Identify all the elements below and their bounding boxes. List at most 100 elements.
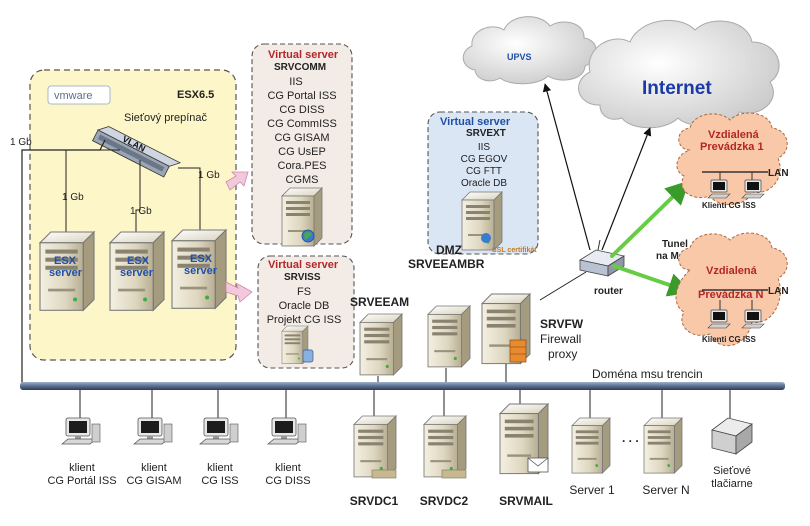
- tunnel-1: [610, 180, 690, 258]
- branch-1-lan: LAN: [768, 168, 789, 179]
- client-3-line1: klient: [207, 462, 233, 474]
- vs-comm-name: SRVCOMM: [274, 62, 326, 73]
- server-1-label: Server 1: [569, 483, 615, 497]
- vs-ext-service-4: Oracle DB: [461, 178, 507, 189]
- vs-comm-service-7: Cora.PES: [278, 160, 327, 172]
- switch-label: Sieťový prepínač: [124, 112, 208, 124]
- branch-n-clients: Klienti CG ISS: [702, 335, 756, 344]
- link-fw-router: [539, 271, 587, 301]
- printers-line2: tlačiarne: [711, 478, 753, 490]
- branch-n-pc-1: [707, 309, 731, 329]
- client-4-line2: CG DISS: [265, 475, 310, 487]
- vs-ext-service-1: IIS: [478, 142, 491, 153]
- uplink-label: 1 Gb: [10, 137, 32, 148]
- vs-iss-name: SRVISS: [284, 272, 321, 283]
- server-1-icon: [571, 417, 611, 474]
- uplink-line: [21, 139, 106, 384]
- esx-server-3-line2: server: [184, 265, 218, 277]
- arrow-to-srviss: [225, 281, 253, 303]
- upvs-label: UPVS: [507, 52, 532, 62]
- branch-1: Vzdialená Prevádzka 1 LAN Klienti CG ISS: [676, 112, 789, 210]
- dmz-label: DMZ: [436, 243, 462, 257]
- esx-link-2: [135, 160, 141, 232]
- client-pc-2: [133, 417, 173, 445]
- router-label: router: [594, 286, 623, 297]
- branch-n-line2: Prevádzka N: [698, 289, 763, 301]
- branch-n-pc-2: [741, 309, 765, 329]
- vs-iss-service-1: FS: [297, 286, 311, 298]
- esx-version: ESX6.5: [177, 89, 214, 101]
- vs-comm-panel: Virtual server SRVCOMM IIS CG Portal ISS…: [251, 43, 353, 247]
- vs-ext-panel: Virtual server SRVEXT IIS CG EGOV CG FTT…: [427, 111, 539, 257]
- srveeam-label: SRVEEAM: [350, 295, 409, 309]
- domain-bus: [20, 382, 785, 390]
- vs-ext-service-2: CG EGOV: [461, 154, 508, 165]
- printer-icon: [711, 417, 753, 455]
- srvfw-role-1: Firewall: [540, 332, 581, 346]
- esx-server-1-line1: ESX: [54, 255, 77, 267]
- srvdc1-label: SRVDC1: [350, 494, 399, 508]
- branch-n-line1: Vzdialená: [706, 265, 758, 277]
- vs-comm-header: Virtual server: [268, 49, 339, 61]
- globe-land-icon: [304, 232, 312, 240]
- link-router-upvs: [542, 83, 591, 251]
- client-2-line2: CG GISAM: [126, 475, 181, 487]
- esx-server-1-line2: server: [49, 267, 83, 279]
- database-icon: [302, 349, 314, 363]
- vs-iss-service-3: Projekt CG ISS: [267, 314, 342, 326]
- printers-line1: Sieťové: [713, 465, 751, 477]
- client-4-line1: klient: [275, 462, 301, 474]
- vs-comm-service-4: CG CommISS: [267, 118, 337, 130]
- vs-iss-header: Virtual server: [268, 259, 339, 271]
- vs-comm-service-1: IIS: [289, 76, 302, 88]
- esx-link-3-label: 1 Gb: [198, 170, 220, 181]
- esx-link-1-label: 1 Gb: [62, 192, 84, 203]
- srvdc2-tape-icon: [441, 469, 467, 479]
- srvmail-label: SRVMAIL: [499, 494, 553, 508]
- branch-n-lan: LAN: [768, 286, 789, 297]
- branch-1-pc-1: [707, 179, 731, 199]
- srveeambr-label: SRVEEAMBR: [408, 257, 485, 271]
- branch-n: Vzdialená Prevádzka N LAN Klienti CG ISS: [675, 232, 789, 347]
- server-n-label: Server N: [642, 483, 689, 497]
- srvdc2-server-icon: [423, 415, 467, 478]
- branch-1-line2: Prevádzka 1: [700, 141, 764, 153]
- vs-ext-service-3: CG FTT: [466, 166, 502, 177]
- client-pc-4: [267, 417, 307, 445]
- vs-comm-service-3: CG DISS: [279, 104, 324, 116]
- vs-ext-server-icon: [461, 191, 503, 251]
- vlan-switch: VLAN: [92, 126, 182, 178]
- srveeambr-server-icon: [427, 305, 471, 368]
- client-pc-1: [61, 417, 101, 445]
- arrow-to-srvcomm: [225, 171, 249, 191]
- vs-ext-name: SRVEXT: [466, 128, 506, 139]
- esx-server-3-line1: ESX: [190, 253, 213, 265]
- srvfw-label: SRVFW: [540, 317, 584, 331]
- client-pc-3: [199, 417, 239, 445]
- internet-cloud: Internet: [578, 19, 780, 129]
- vs-comm-service-6: CG UsEP: [278, 146, 326, 158]
- esx-link-3: [178, 167, 201, 230]
- vs-comm-service-8: CGMS: [286, 174, 319, 186]
- ssl-label: SSL certifikát: [492, 247, 537, 254]
- vs-ext-header: Virtual server: [440, 116, 511, 128]
- vmware-logo-text: vmware: [54, 90, 93, 102]
- servers-ellipsis: . . .: [622, 431, 639, 445]
- srvdc1-server-icon: [353, 415, 397, 478]
- server-n-icon: [643, 417, 683, 474]
- upvs-cloud: UPVS: [462, 16, 597, 85]
- client-3-line2: CG ISS: [201, 475, 238, 487]
- branch-1-line1: Vzdialená: [708, 129, 760, 141]
- vs-comm-service-2: CG Portal ISS: [267, 90, 336, 102]
- firewall-icon: [509, 339, 527, 363]
- esx-server-2-line2: server: [120, 267, 154, 279]
- vs-iss-service-2: Oracle DB: [279, 300, 330, 312]
- internet-label: Internet: [642, 78, 712, 99]
- branch-1-pc-2: [741, 179, 765, 199]
- srveeam-server-icon: [359, 313, 403, 376]
- client-2-line1: klient: [141, 462, 167, 474]
- client-1-line1: klient: [69, 462, 95, 474]
- ssl-globe-icon: [481, 233, 491, 243]
- esx-server-2-line1: ESX: [127, 255, 150, 267]
